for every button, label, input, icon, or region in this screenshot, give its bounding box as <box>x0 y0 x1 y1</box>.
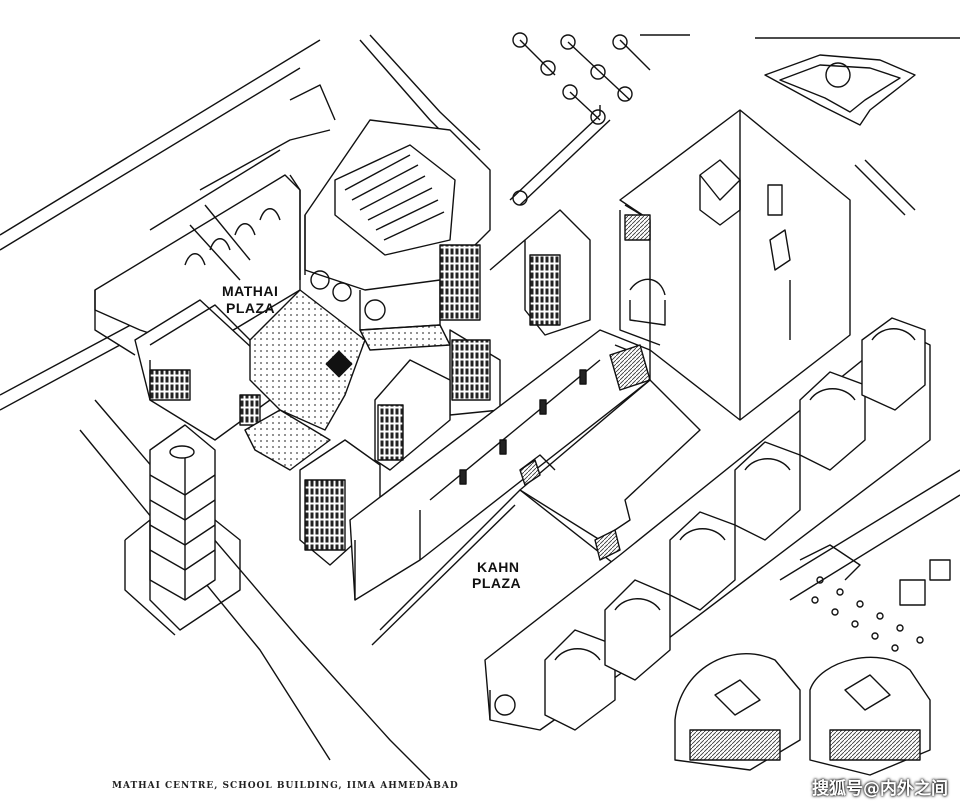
watermark: 搜狐号@内外之间 <box>812 779 948 799</box>
library-block <box>614 109 851 421</box>
mathai-plaza-paving <box>244 289 451 471</box>
classroom-block-central <box>299 329 501 566</box>
distant-pavilion <box>764 54 916 126</box>
dorm-tower-4 <box>734 441 801 541</box>
mathai-plaza-label-line2: PLAZA <box>226 300 275 316</box>
colonnade-dots <box>811 559 951 652</box>
west-wing <box>94 84 336 356</box>
parking-loops <box>512 32 690 125</box>
water-tower <box>124 424 241 636</box>
dorm-tower-3 <box>669 511 736 611</box>
kahn-plaza-label-line2: PLAZA <box>472 575 521 591</box>
dormitory-towers <box>484 317 931 731</box>
connecting-stairs <box>519 344 651 561</box>
south-courtyards <box>674 544 931 776</box>
dorm-tower-6 <box>861 317 926 411</box>
mathai-plaza-label-line1: MATHAI <box>222 283 278 299</box>
dorm-tower-2 <box>604 579 671 681</box>
dorm-tower-1 <box>544 629 616 731</box>
kahn-plaza-label-line1: KAHN <box>477 559 519 575</box>
classroom-block-north <box>489 209 591 336</box>
drawing-caption: MATHAI CENTRE, SCHOOL BUILDING, IIMA AHM… <box>112 781 459 791</box>
auditorium <box>289 119 491 331</box>
dorm-tower-5 <box>799 371 866 471</box>
